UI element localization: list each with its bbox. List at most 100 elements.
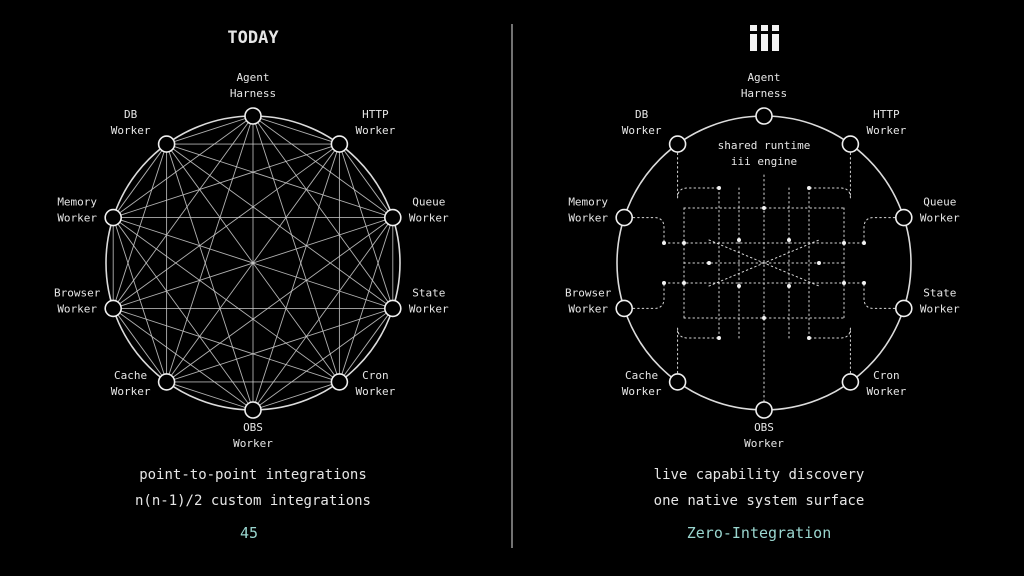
hub-route-cron	[808, 327, 851, 383]
right-node-memory	[615, 208, 633, 227]
left-label-cron-role: Worker	[356, 385, 396, 398]
right-label-agent-role: Harness	[741, 87, 787, 100]
right-label-queue-role: Worker	[920, 212, 960, 225]
junction-dot	[662, 281, 666, 285]
junction-dot	[842, 241, 846, 245]
junction-dot	[737, 238, 741, 242]
junction-dot	[737, 284, 741, 288]
mesh-line	[166, 143, 340, 383]
left-title: TODAY	[227, 28, 279, 48]
engine-line-1: shared runtime	[718, 139, 811, 152]
right-label-browser: Browser	[565, 286, 612, 299]
mesh-line	[339, 308, 394, 383]
junction-dot	[807, 336, 811, 340]
mesh-line	[166, 143, 254, 411]
junction-dot	[817, 261, 821, 265]
mesh-connections	[112, 115, 394, 411]
left-node-queue	[384, 208, 402, 227]
left-node-obs	[244, 401, 262, 419]
left-label-browser: Browser	[54, 286, 101, 299]
left-label-cron: Cron	[362, 369, 389, 382]
left-node-cache	[157, 373, 176, 391]
mesh-line	[252, 115, 394, 309]
right-node-browser	[615, 299, 633, 318]
engine-line-2: iii engine	[731, 155, 797, 168]
left-worker-nodes	[104, 107, 402, 419]
left-label-db: DB	[124, 108, 138, 121]
right-label-obs-role: Worker	[744, 437, 784, 450]
right-label-agent: Agent	[747, 71, 780, 84]
left-panel: TODAY AgentHarnessHTTPWorkerQueueWorkerS…	[54, 28, 449, 542]
hub-route-browser	[623, 282, 665, 309]
junction-dot	[787, 284, 791, 288]
mesh-line	[113, 307, 340, 383]
mesh-line	[112, 217, 340, 383]
mesh-line	[252, 217, 394, 411]
hub-route-queue	[863, 217, 905, 244]
left-node-http	[330, 135, 349, 153]
left-node-browser	[104, 299, 122, 318]
left-label-queue: Queue	[412, 196, 445, 209]
left-node-memory	[104, 208, 122, 227]
left-label-obs: OBS	[243, 421, 263, 434]
mesh-line	[113, 143, 340, 219]
iii-logo-icon	[750, 25, 779, 51]
hub-route-http	[808, 143, 851, 199]
hub-route-state	[863, 282, 905, 309]
right-label-cron-role: Worker	[867, 385, 907, 398]
right-label-db-role: Worker	[622, 124, 662, 137]
junction-dot	[807, 186, 811, 190]
left-label-queue-role: Worker	[409, 212, 449, 225]
left-label-agent: Agent	[236, 71, 269, 84]
junction-dot	[707, 261, 711, 265]
right-label-state: State	[923, 286, 956, 299]
engine-label-backdrop	[710, 136, 818, 172]
right-node-cache	[668, 373, 687, 391]
right-worker-labels: AgentHarnessHTTPWorkerQueueWorkerStateWo…	[565, 71, 960, 450]
zero-integration-label: Zero-Integration	[687, 524, 832, 542]
right-label-queue: Queue	[923, 196, 956, 209]
hub-route-cache	[677, 327, 720, 383]
integration-count: 45	[240, 524, 258, 542]
mesh-line	[166, 143, 393, 219]
left-label-memory-role: Worker	[57, 212, 97, 225]
mesh-line	[112, 217, 254, 411]
right-caption-2: one native system surface	[654, 493, 865, 509]
hub-diagonal	[708, 262, 820, 287]
junction-dot	[762, 206, 766, 210]
junction-dot	[662, 241, 666, 245]
right-node-http	[841, 135, 860, 153]
right-node-agent	[755, 107, 773, 125]
left-label-cache-role: Worker	[111, 385, 151, 398]
left-label-obs-role: Worker	[233, 437, 273, 450]
left-label-agent-role: Harness	[230, 87, 276, 100]
junction-dot	[787, 238, 791, 242]
hub-route-memory	[623, 217, 665, 244]
junction-dot	[862, 241, 866, 245]
mesh-line	[112, 115, 254, 309]
junction-dot	[682, 241, 686, 245]
left-label-state: State	[412, 286, 445, 299]
mesh-line	[166, 307, 393, 383]
left-label-state-role: Worker	[409, 302, 449, 315]
mesh-line	[252, 381, 340, 411]
mesh-line	[112, 143, 167, 218]
right-node-cron	[841, 373, 860, 391]
junction-dot	[717, 336, 721, 340]
left-label-browser-role: Worker	[57, 302, 97, 315]
right-label-browser-role: Worker	[568, 302, 608, 315]
left-label-memory: Memory	[57, 196, 97, 209]
left-label-http-role: Worker	[356, 124, 396, 137]
right-label-cron: Cron	[873, 369, 900, 382]
junction-dot	[862, 281, 866, 285]
right-node-queue	[895, 208, 913, 227]
mesh-line	[166, 381, 254, 411]
right-label-state-role: Worker	[920, 302, 960, 315]
left-label-http: HTTP	[362, 108, 389, 121]
left-label-cache: Cache	[114, 369, 147, 382]
right-panel: AgentHarnessHTTPWorkerQueueWorkerStateWo…	[565, 25, 960, 542]
right-label-memory-role: Worker	[568, 212, 608, 225]
right-worker-nodes	[615, 107, 913, 419]
right-node-obs	[755, 401, 773, 419]
